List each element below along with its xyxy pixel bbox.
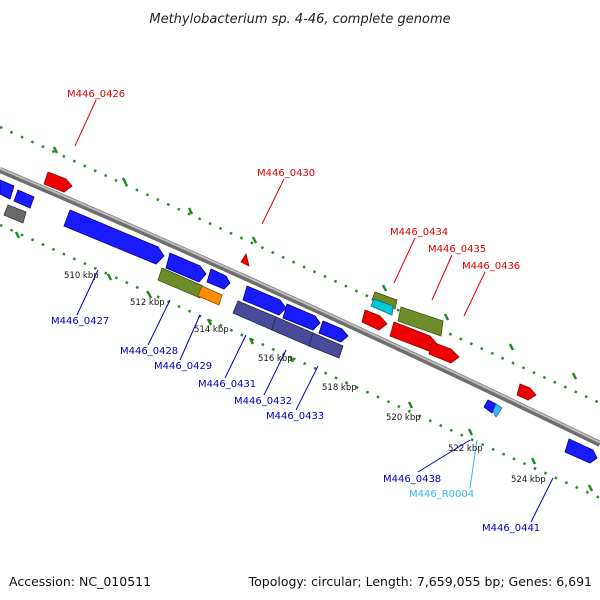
genome-backbone-highlight (0, 167, 600, 444)
label-leaders-top (74, 99, 486, 317)
gene-label-0433[interactable]: M446_0433 (266, 411, 324, 422)
gene-0428-blue-arrow (165, 252, 207, 283)
gene-0435-arrow (397, 306, 444, 337)
gene-label-0427[interactable]: M446_0427 (51, 316, 109, 327)
genome-backbone (0, 167, 600, 447)
upper-track-ticks (52, 146, 578, 380)
gene-label-0428[interactable]: M446_0428 (120, 346, 178, 357)
gene-label-0429[interactable]: M446_0429 (154, 361, 212, 372)
gene-0430-arrow (240, 252, 250, 267)
scale-label-520: 520 kbp (386, 413, 421, 423)
gene-labels-top: M446_0426 M446_0430 M446_0434 M446_0435 … (67, 89, 520, 272)
gene-label-0431[interactable]: M446_0431 (198, 379, 256, 390)
gene-label-0430[interactable]: M446_0430 (257, 168, 315, 179)
gene-left-grey (3, 204, 27, 224)
gene-0428-small-blue (206, 268, 231, 290)
scale-label-514: 514 kbp (194, 325, 229, 335)
label-leader-rna (469, 439, 478, 489)
genome-stats-text: Topology: circular; Length: 7,659,055 bp… (248, 574, 592, 589)
gene-label-0441[interactable]: M446_0441 (482, 523, 540, 534)
gene-label-0434[interactable]: M446_0434 (390, 227, 448, 238)
gene-0429-arrow (197, 285, 223, 306)
label-leaders-bottom (76, 269, 554, 523)
gene-0441-arrow (564, 438, 598, 464)
gene-0434-arrow-cyan (370, 298, 394, 316)
gene-0437-arrow (428, 341, 460, 364)
scale-label-510: 510 kbp (64, 271, 99, 281)
scale-label-512: 512 kbp (130, 298, 165, 308)
scale-label-522: 522 kbp (448, 444, 483, 454)
gene-0431-blue-arrow (242, 285, 287, 316)
gene-labels-bottom: M446_0427 M446_0428 M446_0429 M446_0431 … (51, 316, 540, 534)
rna-label-r0004[interactable]: M446_R0004 (409, 489, 474, 500)
gene-label-0435[interactable]: M446_0435 (428, 244, 486, 255)
gene-left-blue-1 (0, 179, 15, 200)
gene-label-0432[interactable]: M446_0432 (234, 396, 292, 407)
gene-0432-blue-arrow (282, 303, 321, 331)
gene-0433a-arrow (361, 309, 388, 331)
scale-label-518: 518 kbp (322, 383, 357, 393)
gene-0440-arrow (516, 383, 537, 401)
scale-labels: 510 kbp 512 kbp 514 kbp 516 kbp 518 kbp … (64, 271, 546, 485)
lower-track-ticks (14, 231, 594, 492)
gene-left-blue-2 (13, 189, 35, 209)
gene-label-0426[interactable]: M446_0426 (67, 89, 125, 100)
accession-text: Accession: NC_010511 (9, 574, 151, 589)
map-title: Methylobacterium sp. 4-46, complete geno… (149, 12, 450, 27)
gene-0428-arrow (157, 267, 204, 299)
rna-r0004-arrow (492, 403, 503, 418)
gene-0426-arrow (43, 171, 73, 193)
scale-label-524: 524 kbp (511, 475, 546, 485)
scale-label-516: 516 kbp (258, 354, 293, 364)
gene-0433-arrow (308, 332, 344, 359)
gene-0427-arrow (63, 209, 165, 265)
gene-label-0438[interactable]: M446_0438 (383, 474, 441, 485)
gene-0438-arrow (483, 399, 497, 414)
gene-arrows (0, 171, 598, 464)
gene-label-0436[interactable]: M446_0436 (462, 261, 520, 272)
gene-0433-blue-arrow (318, 320, 349, 343)
